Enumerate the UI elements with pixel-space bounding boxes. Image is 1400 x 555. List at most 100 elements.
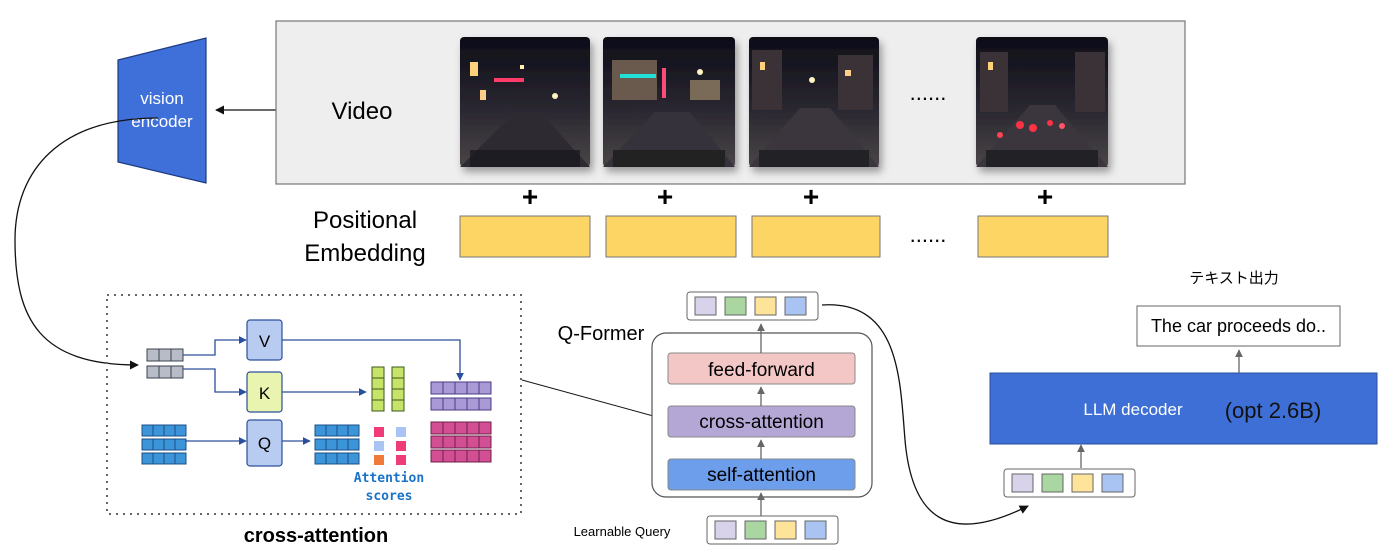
learnable-query-tokens xyxy=(706,515,839,545)
query-token-cell xyxy=(141,438,154,451)
output-token-cell xyxy=(442,421,456,435)
output-token-cell xyxy=(478,421,492,435)
plus-sign-2: + xyxy=(657,181,673,212)
text-output-box xyxy=(1136,305,1341,347)
vision-encoder-label-line2: encoder xyxy=(131,112,193,131)
output-token-cell xyxy=(430,381,444,395)
q-token-cell xyxy=(325,424,338,437)
output-token-cell xyxy=(454,435,468,449)
text-output-title: テキスト出力 xyxy=(1189,270,1279,287)
cross-attention-detail-panel: V K Q Attention scores cross-attention xyxy=(106,294,522,547)
output-token-cell xyxy=(466,435,480,449)
output-token-cell xyxy=(442,449,456,463)
attention-score-cell xyxy=(396,427,406,437)
embedding-bar-4 xyxy=(977,215,1109,258)
q-former-output-token-cell xyxy=(784,296,807,316)
q-box xyxy=(246,419,283,467)
q-label: Q xyxy=(258,434,271,453)
embedding-bar-2 xyxy=(605,215,737,258)
llm-input-token-cell xyxy=(1041,473,1064,493)
k-token-cell xyxy=(371,366,385,379)
output-token-cell xyxy=(466,397,480,411)
k-token-cell xyxy=(371,399,385,412)
attention-score-cell xyxy=(374,455,384,465)
k-token-cell xyxy=(391,388,405,401)
attention-score-squares xyxy=(374,427,406,465)
output-token-cell xyxy=(478,381,492,395)
q-token-cell xyxy=(314,438,327,451)
k-token-cell xyxy=(371,388,385,401)
learnable-query-token-cell xyxy=(744,520,767,540)
q-token-cell xyxy=(336,438,349,451)
vision-encoder-trapezoid xyxy=(117,37,207,184)
query-token-cell xyxy=(174,424,187,437)
attention-scores-label-line1: Attention xyxy=(354,471,424,486)
learnable-query-token-cell xyxy=(774,520,797,540)
q-token-cell xyxy=(347,452,360,465)
query-token-cell xyxy=(152,424,165,437)
q-token-cell xyxy=(347,438,360,451)
input-to-k-arrow xyxy=(183,368,247,396)
query-token-cell xyxy=(174,438,187,451)
cross-attention-output-tokens xyxy=(430,381,492,463)
query-token-cell xyxy=(163,424,176,437)
q-former-title: Q-Former xyxy=(558,323,645,345)
plus-sign-4: + xyxy=(1037,181,1053,212)
q-former-block: Q-Former feed-forward cross-attention se… xyxy=(558,291,873,545)
llm-input-token-cell xyxy=(1011,473,1034,493)
cross-attention-dashed-border xyxy=(106,294,522,515)
llm-input-tokens xyxy=(1003,468,1136,498)
positional-ellipsis: ...... xyxy=(910,222,947,247)
output-token-cell xyxy=(454,421,468,435)
learnable-query-token-cell xyxy=(804,520,827,540)
video-ellipsis: ...... xyxy=(910,80,947,105)
v-to-output-arrow xyxy=(282,339,464,381)
q-token-cell xyxy=(336,452,349,465)
llm-block: LLM decoder (opt 2.6B) The car proceeds … xyxy=(989,270,1378,498)
video-frame-4 xyxy=(976,37,1108,167)
q-former-output-tokens xyxy=(686,291,819,321)
llm-input-token-cell xyxy=(1101,473,1124,493)
query-token-cell xyxy=(152,438,165,451)
output-token-cell xyxy=(430,397,444,411)
output-token-cell xyxy=(478,449,492,463)
learnable-query-label: Learnable Query xyxy=(574,524,671,539)
video-frame-3 xyxy=(749,37,879,167)
video-panel: Video ...... xyxy=(275,20,1186,185)
encoder-token-cell xyxy=(170,348,184,362)
output-token-cell xyxy=(442,435,456,449)
k-projected-columns xyxy=(371,366,405,412)
panel-to-qformer-line xyxy=(521,379,669,421)
v-box xyxy=(246,319,283,361)
query-token-cell xyxy=(163,452,176,465)
output-token-cell xyxy=(478,435,492,449)
attention-score-cell xyxy=(374,441,384,451)
encoder-token-cell xyxy=(158,348,172,362)
video-frame-2 xyxy=(603,37,735,167)
plus-sign-1: + xyxy=(522,181,538,212)
output-token-cell xyxy=(466,421,480,435)
q-token-cell xyxy=(347,424,360,437)
attention-score-cell xyxy=(374,427,384,437)
k-label: K xyxy=(259,384,271,403)
q-token-cell xyxy=(314,452,327,465)
input-to-v-arrow xyxy=(183,336,247,356)
vision-encoder-label-line1: vision xyxy=(140,89,183,108)
k-box xyxy=(246,371,283,413)
q-token-cell xyxy=(325,438,338,451)
plus-sign-3: + xyxy=(803,181,819,212)
output-token-cell xyxy=(454,397,468,411)
query-token-cell xyxy=(174,452,187,465)
self-attention-label: self-attention xyxy=(707,465,816,486)
attention-scores-label-line2: scores xyxy=(366,489,413,504)
embedding-bar-1 xyxy=(459,215,591,258)
q-token-cell xyxy=(336,424,349,437)
q-token-cell xyxy=(325,452,338,465)
embedding-bar-3 xyxy=(751,215,881,258)
query-token-cell xyxy=(141,424,154,437)
query-token-cell xyxy=(152,452,165,465)
output-token-cell xyxy=(466,449,480,463)
attention-score-cell xyxy=(396,455,406,465)
positional-label-line2: Embedding xyxy=(304,240,425,267)
